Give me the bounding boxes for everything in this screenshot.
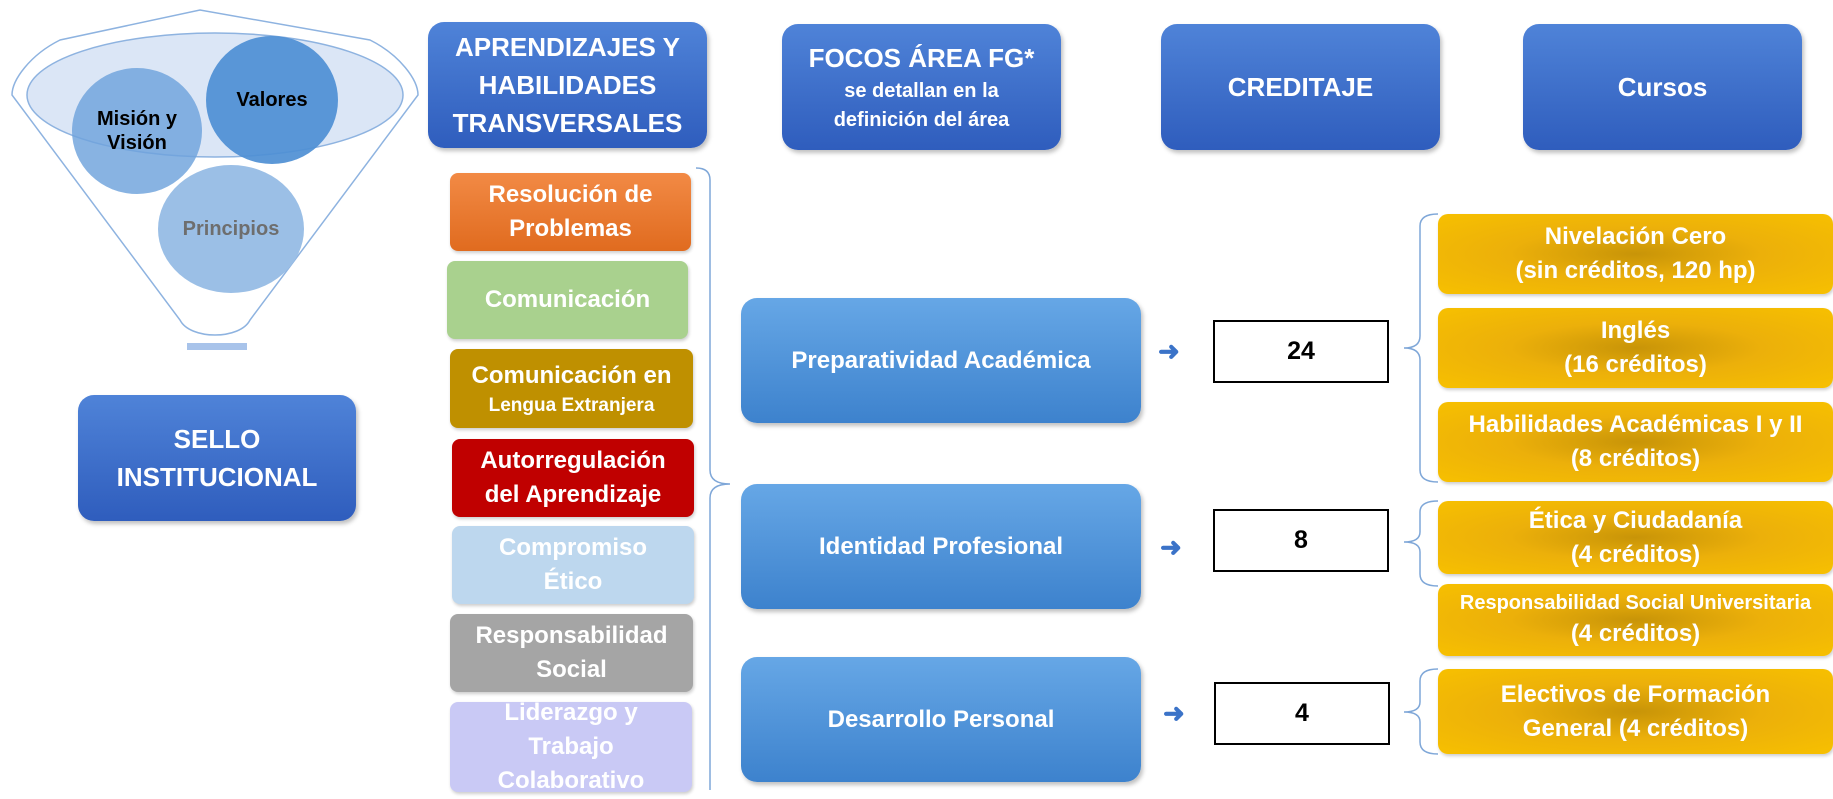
- credit-value: 4: [1295, 699, 1309, 727]
- skill-label: Comunicación: [484, 286, 651, 313]
- right-arrow-icon: ➜: [1158, 336, 1180, 366]
- course-etica: Ética y Ciudadanía (4 créditos): [1438, 501, 1833, 574]
- skill-label: del Aprendizaje: [484, 481, 662, 508]
- focos-title: FOCOS ÁREA FG*: [808, 43, 1035, 73]
- course-habilidades-academicas: Habilidades Académicas I y II (8 crédito…: [1438, 402, 1833, 482]
- course-electivos: Electivos de Formación General (4 crédit…: [1438, 669, 1833, 754]
- course-line: Inglés: [1600, 317, 1671, 344]
- course-line: (8 créditos): [1570, 445, 1701, 472]
- foco-label: Preparatividad Académica: [791, 346, 1091, 374]
- credit-box-identidad: 8: [1213, 509, 1389, 572]
- credit-value: 24: [1287, 337, 1315, 365]
- mision-label: Misión y Visión: [96, 108, 177, 154]
- skill-label: Responsabilidad: [475, 622, 668, 649]
- skill-comunicacion: Comunicación: [447, 261, 688, 339]
- skill-label: Social: [536, 656, 607, 683]
- skill-label: Comunicación en: [471, 361, 672, 389]
- course-line: General (4 créditos): [1522, 714, 1749, 742]
- focos-sub-line2: definición del área: [833, 109, 1010, 131]
- header-aprendizajes: APRENDIZAJES Y HABILIDADES TRANSVERSALES: [428, 22, 707, 148]
- aprendizajes-line3: TRANSVERSALES: [452, 108, 683, 138]
- skill-label: Resolución de: [488, 181, 653, 208]
- course-line: Nivelación Cero: [1544, 223, 1727, 250]
- skill-autorregulacion: Autorregulación del Aprendizaje: [452, 439, 694, 517]
- course-nivelacion: Nivelación Cero (sin créditos, 120 hp): [1438, 214, 1833, 294]
- credit-value: 8: [1294, 526, 1308, 554]
- skill-label: Trabajo: [528, 733, 614, 760]
- bracket-identidad: [1403, 500, 1439, 587]
- creditaje-title: CREDITAJE: [1227, 72, 1374, 102]
- credit-box-preparatividad: 24: [1213, 320, 1389, 383]
- principios-label: Principios: [182, 218, 280, 240]
- foco-identidad: Identidad Profesional: [741, 484, 1141, 609]
- skill-resolucion: Resolución de Problemas: [450, 173, 691, 251]
- bracket-desarrollo: [1403, 668, 1439, 755]
- down-arrow-icon: [187, 343, 247, 350]
- sello-institucional-box: SELLO INSTITUCIONAL: [78, 395, 356, 521]
- course-line: (sin créditos, 120 hp): [1515, 257, 1756, 284]
- skill-responsabilidad-social: Responsabilidad Social: [450, 614, 693, 692]
- sello-line2: INSTITUCIONAL: [116, 462, 318, 492]
- aprendizajes-line1: APRENDIZAJES Y: [455, 32, 680, 62]
- foco-label: Desarrollo Personal: [827, 705, 1055, 733]
- skill-label: Compromiso: [498, 534, 647, 561]
- skill-label: Liderazgo y: [504, 699, 638, 726]
- valores-circle: Valores: [206, 36, 338, 164]
- skills-bracket: [695, 167, 731, 790]
- foco-label: Identidad Profesional: [818, 532, 1064, 560]
- course-line: (4 créditos): [1570, 620, 1701, 647]
- focos-sub-line1: se detallan en la: [844, 80, 999, 102]
- course-rsu: Responsabilidad Social Universitaria (4 …: [1438, 584, 1833, 656]
- credit-box-desarrollo: 4: [1214, 682, 1390, 745]
- skill-compromiso-etico: Compromiso Ético: [452, 526, 694, 604]
- skill-label: Ético: [543, 568, 603, 595]
- skill-label: Problemas: [509, 215, 632, 242]
- course-line: Habilidades Académicas I y II: [1468, 411, 1803, 438]
- skill-label: Colaborativo: [497, 767, 645, 794]
- valores-label: Valores: [236, 89, 308, 111]
- header-focos: FOCOS ÁREA FG* se detallan en la definic…: [782, 24, 1061, 150]
- foco-desarrollo: Desarrollo Personal: [741, 657, 1141, 782]
- right-arrow-icon: ➜: [1160, 532, 1182, 562]
- sello-line1: SELLO: [173, 424, 261, 454]
- right-arrow-icon: ➜: [1163, 698, 1185, 728]
- header-creditaje: CREDITAJE: [1161, 24, 1440, 150]
- bracket-preparatividad: [1403, 213, 1439, 483]
- mision-circle: Misión y Visión: [72, 68, 202, 194]
- header-cursos: Cursos: [1523, 24, 1802, 150]
- cursos-title: Cursos: [1617, 72, 1708, 102]
- course-line: (16 créditos): [1564, 351, 1707, 378]
- course-ingles: Inglés (16 créditos): [1438, 308, 1833, 388]
- skill-lengua-extranjera: Comunicación en Lengua Extranjera: [450, 349, 693, 428]
- skill-label: Autorregulación: [480, 447, 666, 474]
- skill-liderazgo: Liderazgo y Trabajo Colaborativo: [450, 699, 692, 794]
- course-line: Responsabilidad Social Universitaria: [1459, 592, 1812, 614]
- course-line: Ética y Ciudadanía: [1528, 506, 1743, 534]
- course-line: Electivos de Formación: [1500, 680, 1771, 708]
- course-line: (4 créditos): [1570, 540, 1701, 568]
- aprendizajes-line2: HABILIDADES: [478, 70, 657, 100]
- foco-preparatividad: Preparatividad Académica: [741, 298, 1141, 423]
- skill-label-small: Lengua Extranjera: [488, 394, 655, 416]
- principios-circle: Principios: [158, 165, 304, 293]
